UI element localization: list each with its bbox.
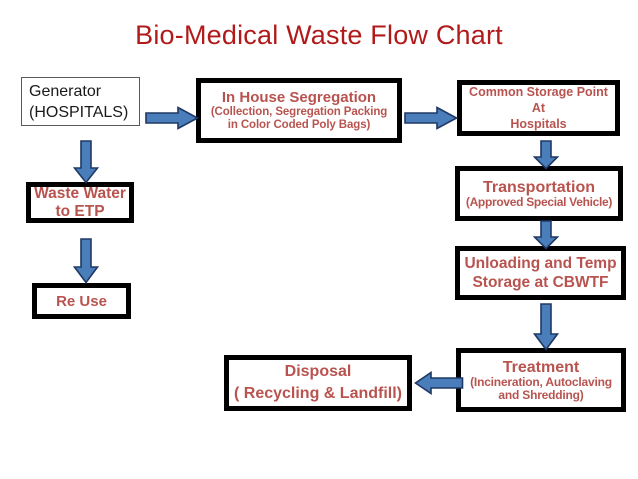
node-segregation-line1: In House Segregation [221,89,377,106]
arrow-segregation-to-storage [404,106,458,130]
arrow-unloading-to-treatment [533,303,559,351]
node-unloading-line1: Unloading and Temp [464,255,617,272]
node-common-storage-point[interactable]: Common Storage Point At Hospitals [457,80,620,136]
node-disposal[interactable]: Disposal ( Recycling & Landfill) [224,355,412,411]
arrow-storage-to-transportation [533,140,559,170]
node-in-house-segregation[interactable]: In House Segregation (Collection, Segreg… [196,78,402,143]
arrow-wastewater-to-reuse [73,238,99,284]
node-storage-line2: At [531,101,546,115]
node-segregation-line3: in Color Coded Poly Bags) [227,119,371,131]
node-segregation-line2: (Collection, Segregation Packing [210,106,388,118]
page-title: Bio-Medical Waste Flow Chart [135,20,503,50]
node-re-use[interactable]: Re Use [32,283,131,319]
node-reuse-line1: Re Use [56,292,107,310]
node-transportation[interactable]: Transportation (Approved Special Vehicle… [455,166,623,221]
node-unloading-line2: Storage at CBWTF [472,274,609,291]
node-disposal-line1: Disposal [284,363,352,380]
node-waste-water-to-etp[interactable]: Waste Water to ETP [26,182,134,223]
arrow-treatment-to-disposal [414,371,464,395]
arrow-generator-to-wastewater [73,140,99,184]
node-storage-line3: Hospitals [510,117,567,131]
node-unloading-and-temp-storage[interactable]: Unloading and Temp Storage at CBWTF [455,246,626,300]
node-storage-line1: Common Storage Point [469,85,608,99]
node-transportation-line1: Transportation [482,178,595,196]
node-wastewater-line2: to ETP [55,202,105,220]
node-transportation-line2: (Approved Special Vehicle) [465,194,613,209]
node-treatment-line3: and Shredding) [498,387,584,402]
node-treatment-line2: (Incineration, Autoclaving [470,374,612,389]
node-treatment-line1: Treatment [502,358,580,376]
node-generator-line2: (HOSPITALS) [29,103,129,121]
node-wastewater-line1: Waste Water [34,184,126,202]
node-treatment[interactable]: Treatment (Incineration, Autoclaving and… [456,348,626,412]
node-generator[interactable]: Generator (HOSPITALS) [21,77,140,126]
arrow-generator-to-segregation [145,106,199,130]
arrow-transportation-to-unloading [533,220,559,250]
node-disposal-line2: ( Recycling & Landfill) [233,385,402,402]
node-generator-line1: Generator [29,82,102,100]
